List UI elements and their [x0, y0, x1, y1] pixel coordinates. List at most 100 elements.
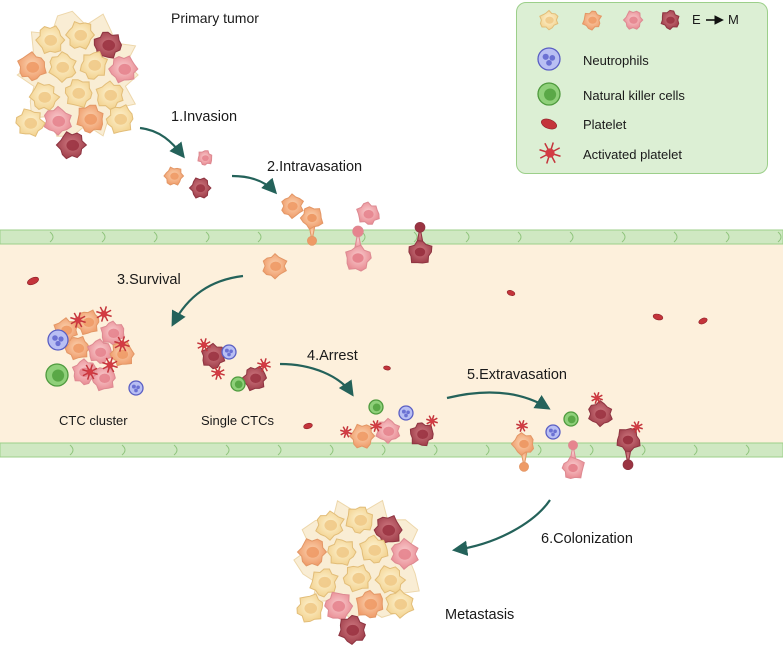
tumor-cell — [327, 538, 357, 566]
legend-nk-cell-icon — [537, 82, 561, 106]
ctc-cluster-nk-cell — [45, 363, 69, 387]
extravasating-cell — [510, 432, 535, 472]
arrow-arrest — [279, 362, 354, 397]
tumor-cell — [373, 514, 403, 545]
arrest-activated-platelet — [340, 426, 352, 438]
endothelial-cell-junction — [569, 231, 574, 243]
blood-vessel — [0, 229, 783, 458]
endothelial-cell-junction — [205, 231, 210, 243]
intravasating-cell — [345, 225, 372, 272]
endothelial-cell-junction — [641, 444, 646, 456]
step-extravasation-label: 5.Extravasation — [467, 367, 567, 383]
tumor-cell — [345, 506, 374, 534]
tumor-cell — [385, 588, 415, 619]
arrested-cell — [409, 422, 434, 447]
endothelial-cell-junction — [413, 231, 418, 243]
extravasation-activated-platelet — [591, 392, 603, 404]
primary-tumor-mass — [15, 10, 139, 160]
extravasating-cell — [616, 427, 641, 471]
tumor-cell — [17, 51, 47, 82]
endothelial-cell-junction — [433, 444, 438, 456]
single-ctc-activated-platelet — [211, 366, 225, 380]
intravasating-cell — [281, 193, 305, 220]
tumor-cell — [55, 131, 88, 160]
tumor-cell — [28, 81, 61, 111]
endothelial-cell-junction — [49, 231, 54, 243]
tumor-cell — [15, 108, 46, 138]
tumor-cell — [296, 538, 328, 567]
endothelial-cell-junction — [589, 444, 594, 456]
intravasating-cell — [408, 221, 433, 264]
endothelial-cell-junction — [745, 444, 750, 456]
endothelial-cell-junction — [465, 231, 470, 243]
tumor-cell — [315, 510, 345, 541]
arrest-activated-platelet — [370, 420, 382, 432]
endothelial-cell-junction — [173, 444, 178, 456]
endothelial-cell-junction — [277, 444, 282, 456]
ctc-cluster-activated-platelet — [102, 357, 118, 373]
tumor-cell — [390, 537, 419, 570]
endothelial-cell-junction — [257, 231, 262, 243]
single-ctc-activated-platelet — [197, 338, 211, 352]
endothelial-cell-junction — [101, 231, 106, 243]
tumor-cell — [95, 80, 124, 110]
tumor-cell — [35, 25, 66, 55]
tumor-cell — [43, 105, 73, 137]
arrested-cell — [375, 417, 401, 445]
ctc-cluster-activated-platelet — [96, 306, 112, 322]
metastasis-mass — [293, 499, 420, 646]
endothelial-cell-junction — [69, 444, 74, 456]
tumor-cell — [105, 104, 134, 135]
tumor-cell — [355, 589, 384, 619]
ctc-cluster-cell — [100, 320, 125, 346]
single-ctcs-label: Single CTCs — [201, 413, 274, 428]
ctc-cluster-neutrophil — [47, 329, 69, 351]
endothelial-cell-junction — [517, 231, 522, 243]
platelet — [506, 290, 516, 296]
legend-m-label: M — [728, 12, 739, 27]
extravasation-neutrophil — [545, 424, 561, 440]
ctc-cluster-cell — [91, 365, 116, 392]
legend-activated-platelet-label: Activated platelet — [583, 147, 683, 162]
tumor-cell — [296, 593, 324, 623]
extravasation-nk-cell — [563, 411, 579, 427]
step-colonization-label: 6.Colonization — [541, 531, 633, 547]
legend-neutrophils-label: Neutrophils — [583, 53, 649, 68]
arrow-survival — [171, 274, 244, 327]
invading-cell — [188, 177, 212, 199]
extravasation-activated-platelet — [516, 420, 528, 432]
endothelial-cell-junction — [537, 444, 542, 456]
extravasation-activated-platelet — [631, 421, 643, 433]
platelet — [383, 365, 391, 371]
legend-e-label: E — [692, 12, 701, 27]
step-arrows — [139, 126, 551, 556]
intravasating-cell — [299, 206, 324, 246]
invading-cell — [197, 150, 213, 166]
tumor-cell — [338, 614, 367, 646]
platelet — [303, 422, 313, 430]
single-ctc-nk-cell — [230, 376, 246, 392]
legend-platelet-icon — [541, 118, 557, 130]
invading-cell — [163, 166, 185, 186]
ctc-cluster-activated-platelet — [82, 364, 98, 380]
intravasating-cell — [356, 201, 380, 225]
arrow-colonization — [451, 499, 551, 556]
tumor-cell — [79, 51, 109, 80]
legend-activated-platelet-icon — [539, 142, 561, 164]
ctc-cluster-label: CTC cluster — [59, 413, 128, 428]
primary-tumor-label: Primary tumor — [171, 10, 259, 26]
arrow-invasion — [139, 126, 185, 159]
tumor-cell — [93, 31, 123, 59]
tumor-cell — [342, 564, 372, 593]
ctc-cluster-cell — [64, 335, 91, 361]
endothelial-cell-junction — [725, 231, 730, 243]
legend-platelet-label: Platelet — [583, 117, 627, 132]
ctc-cluster-cell — [86, 338, 113, 364]
arrest-neutrophil — [398, 405, 414, 421]
tumor-cell — [108, 55, 139, 84]
extravasating-cell — [561, 440, 585, 480]
legend-neutrophil-icon — [537, 47, 561, 71]
arrested-cell — [348, 423, 376, 449]
endothelial-cell-junction — [329, 444, 334, 456]
